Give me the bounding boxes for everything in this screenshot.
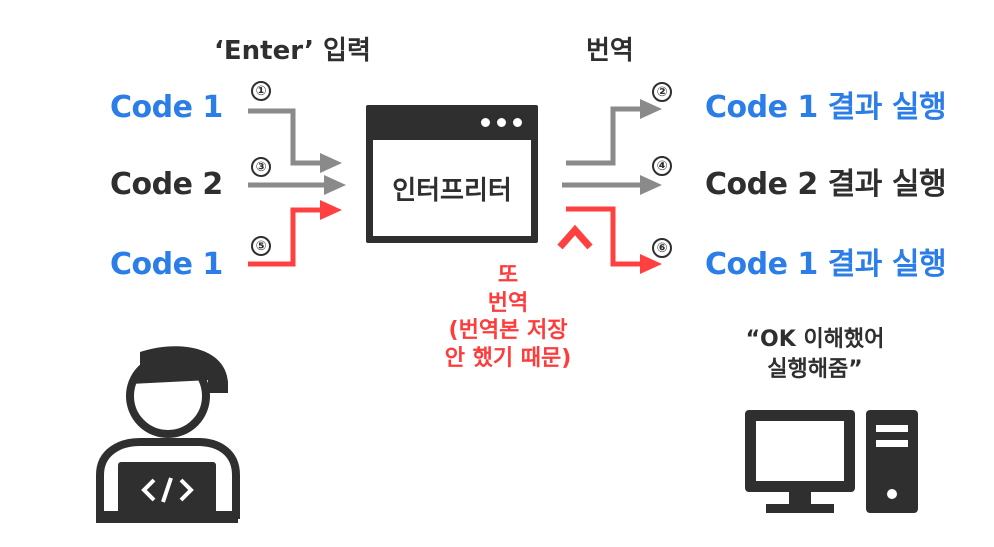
output-code-1-result: Code 1 결과 실행 <box>705 90 947 125</box>
window-dot <box>513 118 522 127</box>
note-line-1: 또 <box>497 263 519 288</box>
desktop-computer-icon <box>745 410 918 513</box>
note-line-2: 번역 <box>487 290 529 316</box>
input-code-1-again: Code 1 <box>110 247 223 282</box>
quote-line-2: 실행해줌” <box>767 356 863 382</box>
arrow-input-3 <box>248 200 342 267</box>
output-code-1-result-again: Code 1 결과 실행 <box>705 247 947 282</box>
step-3-badge: ③ <box>251 157 271 177</box>
note-line-3: (번역본 저장 <box>448 318 568 343</box>
translate-heading: 번역 <box>586 36 634 66</box>
input-code-1: Code 1 <box>110 90 223 125</box>
interpreter-title: 인터프리터 <box>392 175 512 206</box>
step-1-badge: ① <box>251 81 271 101</box>
arrow-output-3 <box>566 206 662 274</box>
arrow-output-1 <box>566 99 662 166</box>
note-line-4: 안 했기 때문) <box>444 345 572 371</box>
output-code-2-result: Code 2 결과 실행 <box>705 167 947 202</box>
arrow-input-1 <box>248 108 342 173</box>
computer-quote: “OK 이해했어 실행해줌” <box>720 325 910 384</box>
window-dot <box>497 118 506 127</box>
interpreter-window-icon: 인터프리터 <box>366 105 538 243</box>
retranslate-caret-icon <box>557 224 593 250</box>
quote-line-1: “OK 이해했어 <box>745 327 885 352</box>
arrow-input-2 <box>248 175 346 195</box>
window-dots <box>481 118 522 127</box>
developer-laptop-icon <box>96 346 240 523</box>
retranslate-note: 또 번역 (번역본 저장 안 했기 때문) <box>428 262 588 372</box>
enter-input-heading: ‘Enter’ 입력 <box>214 36 371 66</box>
window-pane: 인터프리터 <box>373 140 531 236</box>
step-4-badge: ④ <box>652 156 672 176</box>
input-code-2: Code 2 <box>110 167 223 202</box>
step-6-badge: ⑥ <box>652 238 672 258</box>
window-dot <box>481 118 490 127</box>
step-5-badge: ⑤ <box>251 236 271 256</box>
arrow-output-2 <box>562 175 662 195</box>
step-2-badge: ② <box>652 82 672 102</box>
